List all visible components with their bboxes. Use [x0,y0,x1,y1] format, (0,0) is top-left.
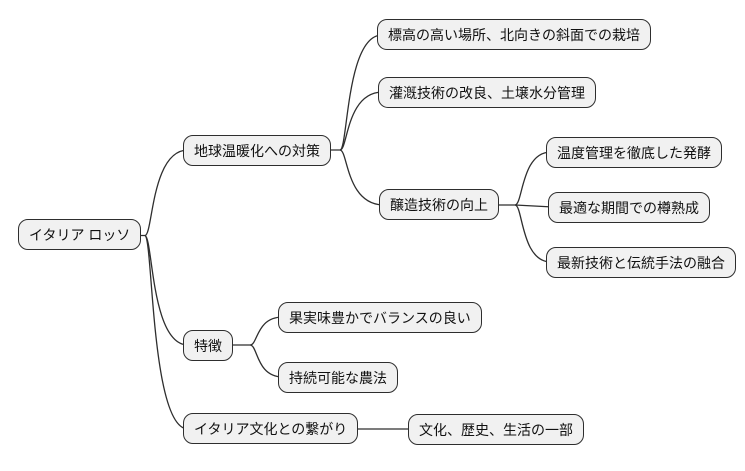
node-characteristics: 特徴 [183,330,233,361]
connector-warming-to-altitude [339,34,383,151]
node-label: 灌漑技術の改良、土壌水分管理 [389,84,585,101]
node-italian-culture-connection: イタリア文化との繋がり [183,413,359,444]
node-label: イタリア ロッソ [29,226,131,243]
node-label: 文化、歴史、生活の一部 [419,421,573,438]
connector-root-to-culture [144,234,189,430]
connector-root-to-warming [144,149,189,237]
node-tech-tradition-fusion: 最新技術と伝統手法の融合 [546,247,736,278]
connector-brewing-to-fusion [514,204,552,263]
connector-warming-to-brewing [339,149,385,206]
node-global-warming-measures: 地球温暖化への対策 [183,135,331,166]
node-sustainable-farming: 持続可能な農法 [278,362,398,393]
node-fruity-balanced: 果実味豊かでバランスの良い [278,302,482,333]
node-label: イタリア文化との繋がり [194,420,348,437]
node-label: 温度管理を徹底した発酵 [557,144,711,161]
node-irrigation-soil-moisture: 灌漑技術の改良、土壌水分管理 [378,77,596,108]
node-label: 持続可能な農法 [289,369,387,386]
node-root-italia-rosso: イタリア ロッソ [18,219,142,250]
node-label: 最新技術と伝統手法の融合 [557,254,725,271]
node-optimal-barrel-aging: 最適な期間での樽熟成 [548,192,710,223]
node-high-altitude-north-slope-cultivation: 標高の高い場所、北向きの斜面での栽培 [377,19,651,50]
node-brewing-technology-improvement: 醸造技術の向上 [379,189,499,220]
node-label: 醸造技術の向上 [390,196,488,213]
connector-brewing-to-fermentation [514,151,552,206]
node-label: 特徴 [194,337,222,354]
node-part-of-culture-history-life: 文化、歴史、生活の一部 [408,414,584,445]
node-label: 標高の高い場所、北向きの斜面での栽培 [388,26,640,43]
connector-brewing-to-barrel [514,204,554,208]
connector-characteristics-to-fruity [249,316,284,346]
node-temperature-controlled-fermentation: 温度管理を徹底した発酵 [546,137,722,168]
connector-characteristics-to-sustainable [249,344,284,378]
node-label: 地球温暖化への対策 [194,142,320,159]
node-label: 果実味豊かでバランスの良い [289,309,471,326]
node-label: 最適な期間での樽熟成 [559,199,699,216]
connector-warming-to-irrigation [339,91,384,151]
